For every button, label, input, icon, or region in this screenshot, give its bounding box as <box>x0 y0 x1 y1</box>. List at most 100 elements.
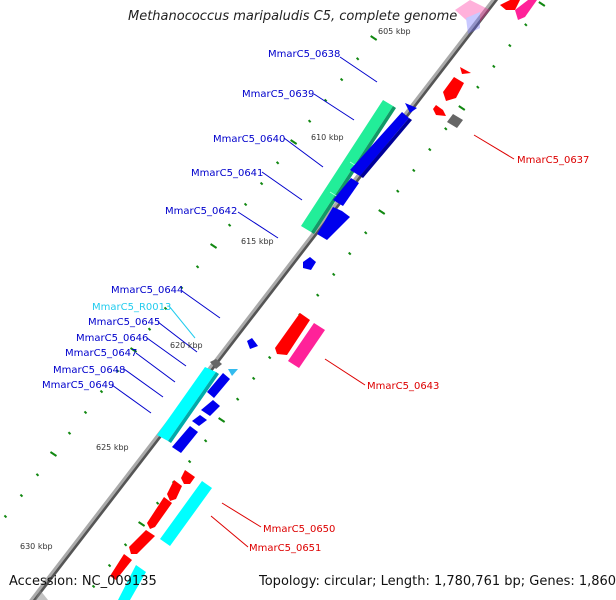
tick-mark <box>444 127 448 131</box>
tick-mark <box>476 85 480 89</box>
cds-reverse-0637c[interactable] <box>433 105 446 116</box>
tick-mark <box>396 189 400 193</box>
tick-mark <box>307 119 312 123</box>
cds-reverse-0637b[interactable] <box>443 77 464 101</box>
gene-label[interactable]: MmarC5_0651 <box>249 543 321 554</box>
tick-mark <box>115 369 120 373</box>
gray-feature-0645[interactable] <box>210 359 222 369</box>
tick-mark <box>67 431 72 435</box>
tick-mark <box>355 57 360 61</box>
tick-mark <box>235 397 240 401</box>
cds-reverse-0643a[interactable] <box>275 313 310 355</box>
tick-mark <box>227 223 232 227</box>
tick-label: 615 kbp <box>241 237 274 246</box>
tick-mark <box>428 147 432 152</box>
tick-mark <box>251 376 256 381</box>
gray-feature-0637[interactable] <box>447 114 463 128</box>
tick-mark <box>19 493 24 498</box>
cds-reverse-0651[interactable] <box>110 554 132 580</box>
gene-label[interactable]: MmarC5_0647 <box>65 348 137 359</box>
tick-label: 625 kbp <box>96 443 129 452</box>
gene-label[interactable]: MmarC5_0637 <box>517 155 589 166</box>
gene-label[interactable]: MmarC5_0648 <box>53 365 125 376</box>
accession-text: Accession: NC_009135 <box>9 574 157 589</box>
cds-forward-0640[interactable] <box>333 178 359 206</box>
tick-mark <box>290 139 298 145</box>
backbone <box>29 0 499 600</box>
gene-label[interactable]: MmarC5_0644 <box>111 285 183 296</box>
tick-mark <box>275 161 280 165</box>
tick-mark <box>538 1 546 7</box>
genome-map-canvas: MmarC5_0638 MmarC5_0639 MmarC5_0640 Mmar… <box>3 0 616 600</box>
gene-label[interactable]: MmarC5_R0013 <box>92 302 171 313</box>
gene-labels: MmarC5_0638 MmarC5_0639 MmarC5_0640 Mmar… <box>42 49 589 554</box>
tick-mark <box>179 285 184 290</box>
tick-mark <box>49 451 58 457</box>
tick-mark <box>3 514 8 519</box>
cds-forward-0639[interactable] <box>350 112 412 178</box>
tick-label: 605 kbp <box>378 27 411 36</box>
cds-forward-0641[interactable] <box>317 207 350 240</box>
cds-reverse-0643b[interactable] <box>288 323 325 368</box>
gray-feature-bottom <box>35 590 48 600</box>
tick-mark <box>35 473 40 477</box>
gene-label[interactable]: MmarC5_0646 <box>76 333 148 344</box>
tick-mark <box>155 501 160 505</box>
tick-mark <box>412 168 416 173</box>
cds-forward-0648[interactable] <box>192 415 207 426</box>
cds-forward-0644[interactable] <box>247 338 258 349</box>
gene-label[interactable]: MmarC5_0643 <box>367 381 439 392</box>
tick-mark <box>187 459 192 464</box>
cds-forward-0638[interactable] <box>405 103 417 113</box>
cds-forward-0646[interactable] <box>207 373 230 398</box>
tick-label: 620 kbp <box>170 341 203 350</box>
cds-forward-0649[interactable] <box>172 426 198 453</box>
tick-mark <box>195 265 200 269</box>
gene-label[interactable]: MmarC5_0642 <box>165 206 237 217</box>
gene-label[interactable]: MmarC5_0645 <box>88 317 160 328</box>
tick-mark <box>331 272 336 277</box>
tick-dots-inner <box>3 35 378 519</box>
rna-block-0650[interactable] <box>160 481 212 546</box>
rna-block-0646-0649[interactable] <box>157 367 219 443</box>
tick-mark <box>259 181 264 186</box>
cds-reverse-0637a[interactable] <box>460 67 471 74</box>
map-title: Methanococcus maripaludis C5, complete g… <box>128 9 458 24</box>
tick-mark <box>364 231 368 235</box>
tick-mark <box>91 584 96 589</box>
tick-mark <box>492 64 496 69</box>
tick-mark <box>323 98 328 103</box>
tick-mark <box>129 347 138 353</box>
cds-reverse-0650b[interactable] <box>167 480 182 501</box>
top-reverse-features <box>500 0 537 20</box>
cds-forward-0647[interactable] <box>201 400 220 416</box>
tick-mark <box>315 293 320 297</box>
gene-label[interactable]: MmarC5_0649 <box>42 380 114 391</box>
gene-label[interactable]: MmarC5_0638 <box>268 49 340 60</box>
rna-block-0652[interactable] <box>118 565 146 600</box>
tick-label: 610 kbp <box>311 133 344 142</box>
cds-reverse-0650a[interactable] <box>181 470 195 484</box>
genome-map: MmarC5_0638 MmarC5_0639 MmarC5_0640 Mmar… <box>3 0 589 600</box>
tick-mark <box>339 77 344 82</box>
top-faded-features <box>455 0 490 34</box>
feature-block-0639-0642[interactable] <box>301 100 396 234</box>
cds-forward-0642[interactable] <box>303 257 316 270</box>
gene-label[interactable]: MmarC5_0639 <box>242 89 314 100</box>
tick-mark <box>508 43 512 48</box>
tick-mark <box>378 209 386 215</box>
tick-mark <box>203 439 208 443</box>
gene-label[interactable]: MmarC5_0640 <box>213 134 285 145</box>
gene-label[interactable]: MmarC5_0650 <box>263 524 335 535</box>
gene-label[interactable]: MmarC5_0641 <box>191 168 263 179</box>
tick-dots-outer <box>91 1 546 589</box>
tick-mark <box>99 389 104 394</box>
tick-label: 630 kbp <box>20 542 53 551</box>
cds-reverse-0650c[interactable] <box>147 497 172 529</box>
label-leader-lines <box>111 56 515 548</box>
tick-mark <box>138 521 146 527</box>
tick-mark <box>210 243 218 249</box>
rna-feature-R0013[interactable] <box>228 369 238 376</box>
cds-reverse-0650d[interactable] <box>129 530 155 554</box>
tick-mark <box>107 563 112 568</box>
